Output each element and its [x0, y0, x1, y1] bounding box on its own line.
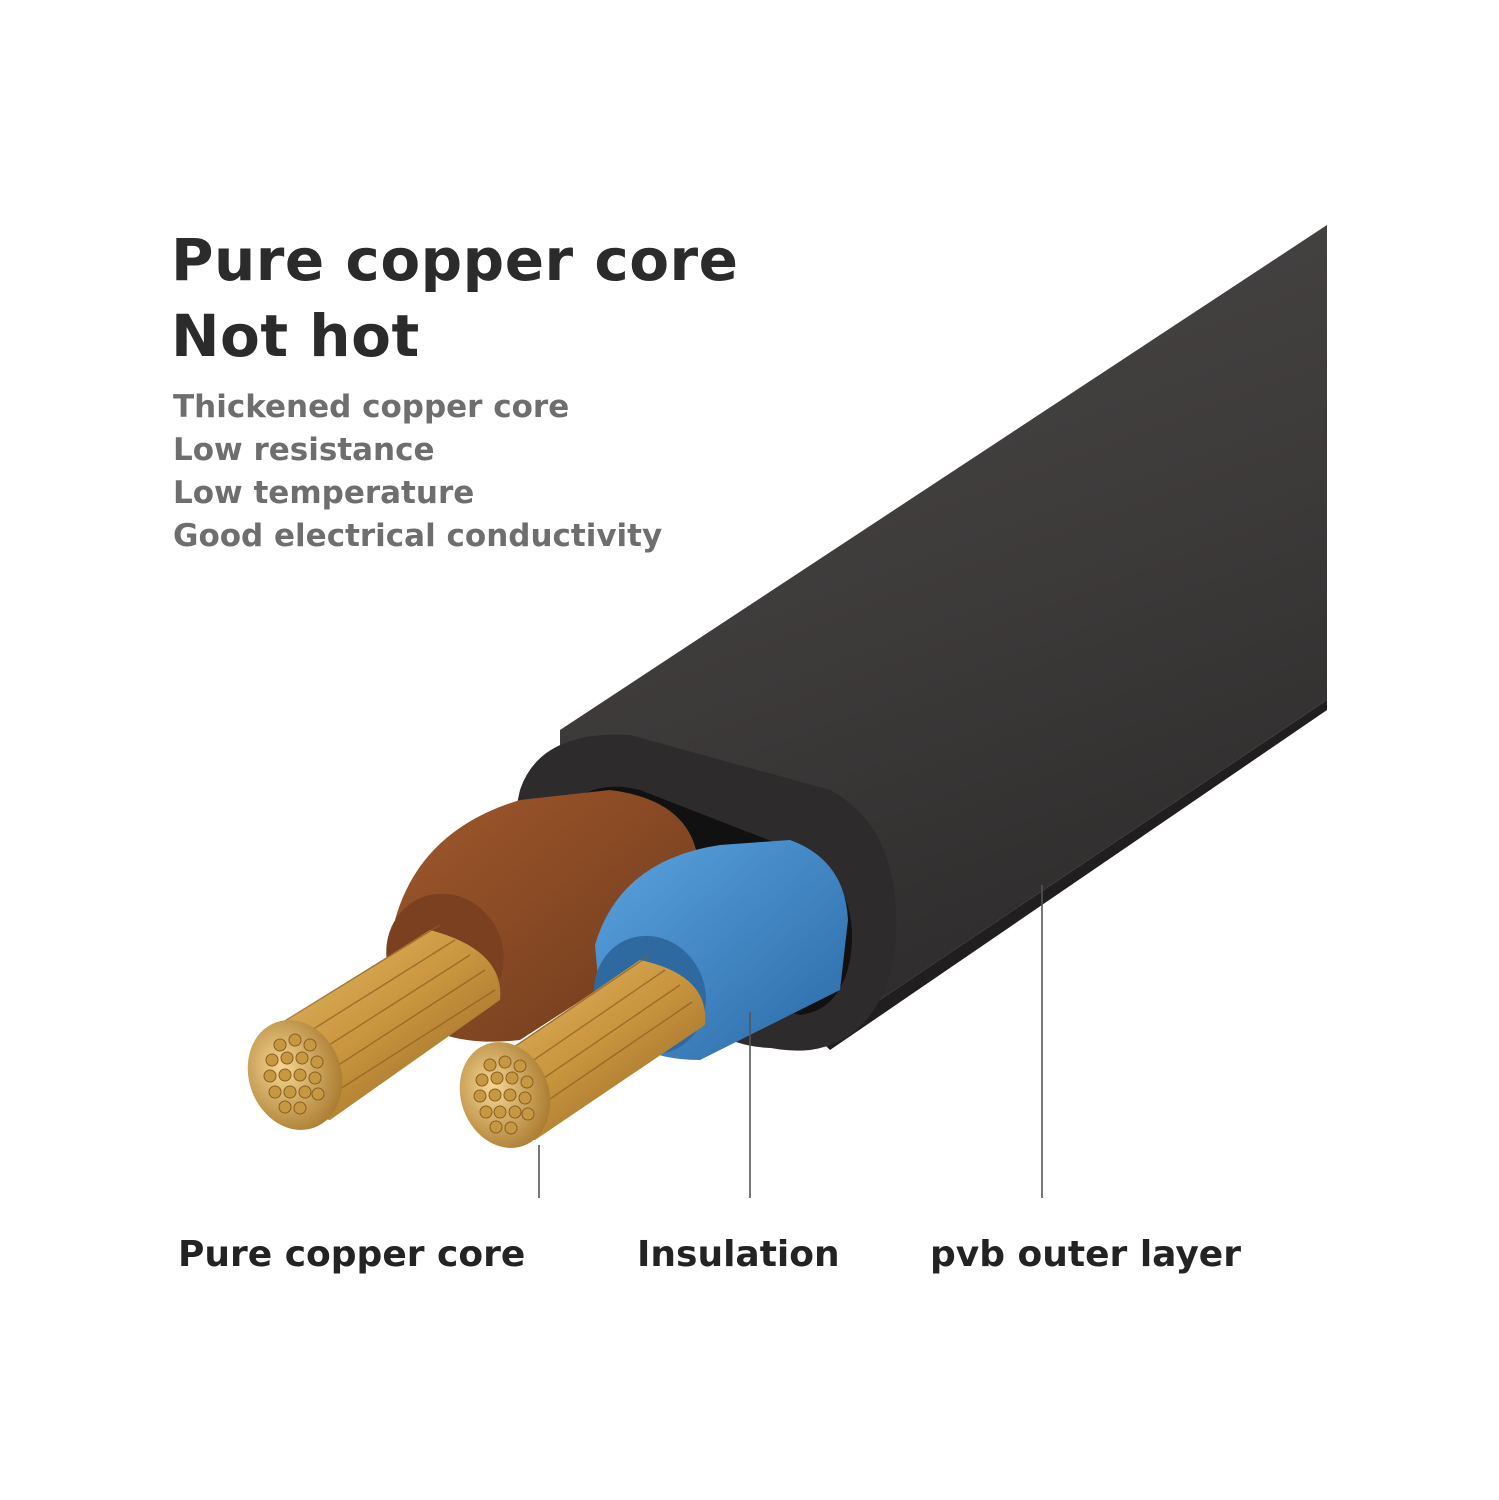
copper-strands-left	[247, 924, 501, 1130]
feature-list: Thickened copper core Low resistance Low…	[173, 386, 662, 558]
feature-item: Good electrical conductivity	[173, 518, 663, 554]
callout-label-core: Pure copper core	[178, 1234, 526, 1275]
headline: Pure copper core Not hot	[171, 222, 739, 374]
headline-line-1: Pure copper core	[171, 226, 739, 294]
copper-strands-right	[459, 954, 706, 1148]
headline-line-2: Not hot	[171, 302, 420, 370]
feature-item: Thickened copper core	[173, 389, 570, 425]
feature-item: Low temperature	[173, 475, 475, 511]
feature-item: Low resistance	[173, 432, 435, 468]
callout-label-insulation: Insulation	[637, 1234, 840, 1275]
callout-label-outer: pvb outer layer	[930, 1234, 1241, 1275]
